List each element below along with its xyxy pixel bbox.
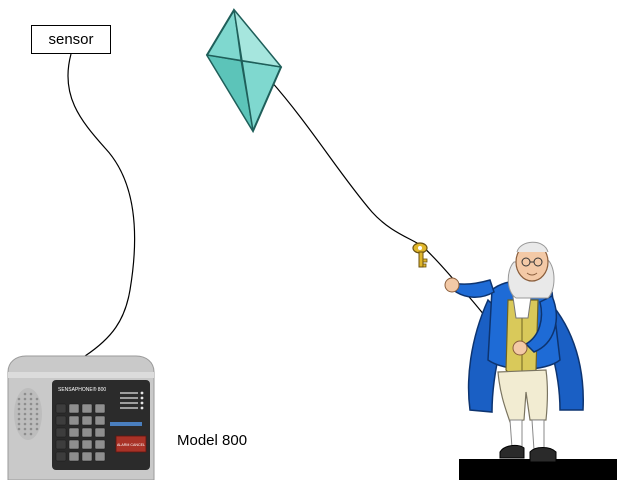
kite: [205, 8, 283, 134]
display-strip: [110, 422, 142, 426]
grille-hole: [29, 402, 33, 406]
grille-hole: [29, 417, 33, 421]
keypad-key: [55, 439, 67, 450]
status-indicator-label: [120, 407, 138, 409]
grille-hole: [23, 407, 27, 411]
grille-hole: [23, 432, 27, 436]
grille-hole: [29, 422, 33, 426]
grille-hole: [17, 397, 21, 401]
grille-hole: [29, 432, 33, 436]
grille-hole: [23, 392, 27, 396]
grille-hole: [35, 427, 39, 431]
grille-hole: [29, 397, 33, 401]
grille-hole: [35, 422, 39, 426]
keypad-key: [94, 415, 106, 426]
grille-hole: [17, 427, 21, 431]
keypad-key: [55, 451, 67, 462]
keypad-key: [94, 439, 106, 450]
device-brand: SENSAPHONE® 800: [58, 386, 106, 393]
grille-hole: [23, 397, 27, 401]
keypad: [55, 403, 106, 462]
keypad-key: [68, 439, 80, 450]
alarm-cancel-label: ALARM CANCEL: [117, 443, 145, 447]
keypad-key: [81, 451, 93, 462]
keypad-key: [94, 451, 106, 462]
grille-hole: [29, 392, 33, 396]
grille-hole: [29, 427, 33, 431]
status-led: [140, 391, 144, 395]
status-led: [140, 406, 144, 410]
grille-hole: [23, 417, 27, 421]
grille-hole: [35, 417, 39, 421]
grille-hole: [35, 397, 39, 401]
keypad-key: [68, 451, 80, 462]
sensor-label: sensor: [48, 31, 94, 48]
ground: [459, 459, 617, 480]
grille-hole: [23, 412, 27, 416]
keypad-key: [55, 403, 67, 414]
keypad-key: [81, 403, 93, 414]
keypad-key: [68, 427, 80, 438]
keypad-key: [94, 427, 106, 438]
ben-franklin-figure: [444, 241, 584, 463]
grille-hole: [17, 407, 21, 411]
status-led: [140, 401, 144, 405]
keypad-key: [81, 415, 93, 426]
keypad-key: [55, 415, 67, 426]
grille-hole: [23, 422, 27, 426]
key-icon: [412, 242, 428, 268]
grille-hole: [23, 427, 27, 431]
status-led: [140, 396, 144, 400]
kite-string: [269, 79, 513, 351]
keypad-key: [81, 427, 93, 438]
grille-hole: [29, 407, 33, 411]
keypad-key: [68, 403, 80, 414]
keypad-key: [68, 415, 80, 426]
status-indicator-label: [120, 392, 138, 394]
grille-hole: [17, 412, 21, 416]
grille-hole: [35, 402, 39, 406]
grille-hole: [35, 412, 39, 416]
grille-hole: [29, 412, 33, 416]
alarm-cancel-button: [115, 435, 147, 453]
speaker-grille: [14, 388, 42, 440]
keypad-key: [94, 403, 106, 414]
model-label: Model 800: [177, 432, 248, 449]
grille-hole: [17, 417, 21, 421]
status-indicator-label: [120, 402, 138, 404]
sensor-box: sensor: [31, 25, 111, 54]
sensor-cable: [67, 53, 136, 357]
grille-hole: [17, 422, 21, 426]
keypad-key: [81, 439, 93, 450]
sensaphone-device: SENSAPHONE® 800 ALARM CANCEL: [7, 355, 155, 480]
status-indicator-label: [120, 397, 138, 399]
grille-hole: [23, 402, 27, 406]
grille-hole: [35, 407, 39, 411]
keypad-key: [55, 427, 67, 438]
grille-hole: [17, 402, 21, 406]
